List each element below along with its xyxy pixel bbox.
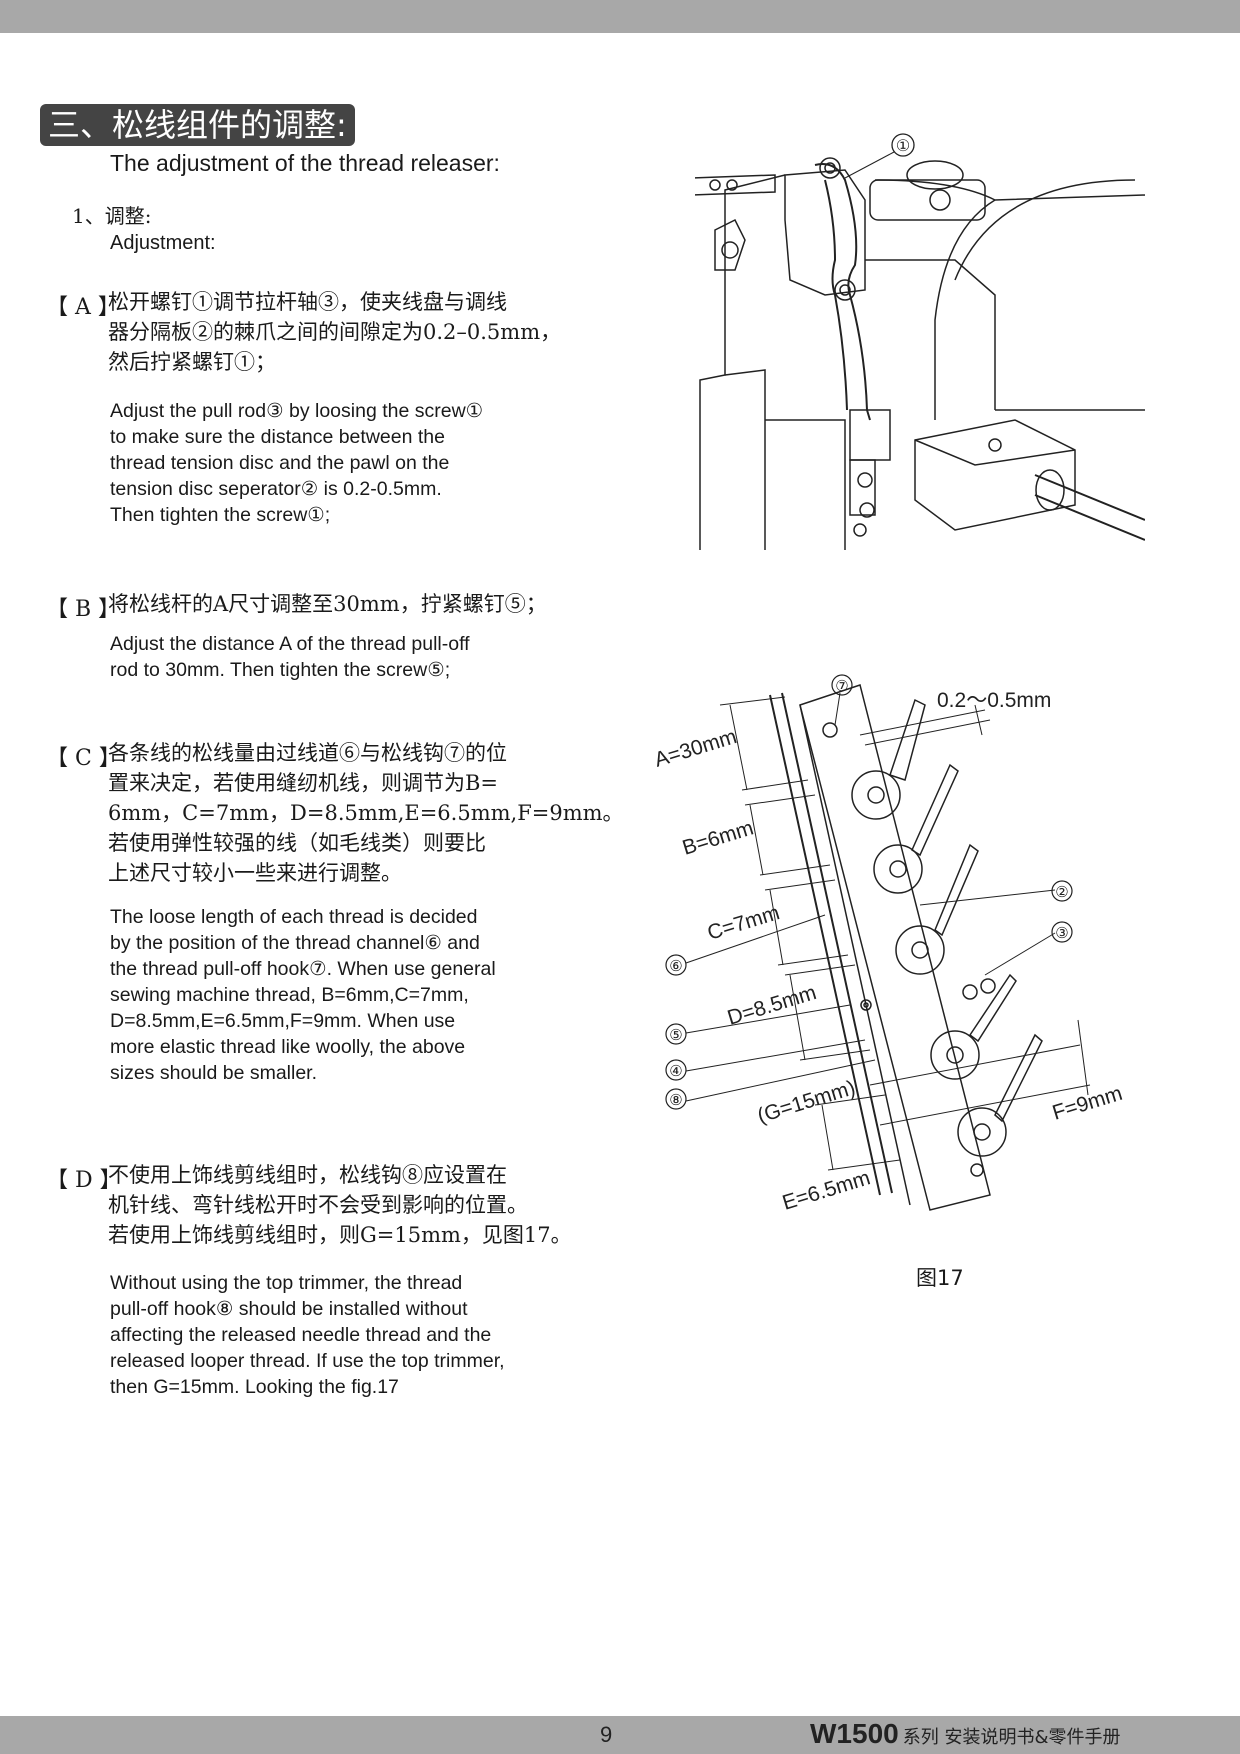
text-line: Adjust the distance A of the thread pull… [110, 633, 470, 655]
item-marker-d: 【 D 】 [46, 1168, 122, 1193]
item-a-zh: 松开螺钉①调节拉杆轴③，使夹线盘与调线 器分隔板②的棘爪之间的间隙定为0.2–0… [108, 287, 561, 377]
callout-label: ① [896, 138, 910, 155]
tension-disc [873, 844, 923, 894]
text-line: 将松线杆的A尺寸调整至30mm，拧紧螺钉⑤； [108, 592, 547, 616]
top-bar [0, 0, 1240, 33]
dimension-label-c: C=7mm [705, 901, 783, 945]
tension-disc [851, 770, 901, 820]
text-line: Adjust the pull rod③ by loosing the scre… [110, 400, 484, 422]
callout-4: ④ [669, 1063, 682, 1080]
text-line: pull-off hook⑧ should be installed witho… [110, 1298, 468, 1320]
text-line: to make sure the distance between the [110, 426, 445, 448]
tension-disc [895, 925, 945, 975]
item-marker-a: 【 A 】 [46, 295, 120, 320]
text-line: rod to 30mm. Then tighten the screw⑤; [110, 659, 451, 681]
text-line: 上述尺寸较小一些来进行调整。 [108, 861, 402, 885]
text-line: Then tighten the screw①; [110, 504, 331, 526]
model-name: W1500 [810, 1718, 899, 1749]
text-line: thread tension disc and the pawl on the [110, 452, 450, 474]
text-line: 各条线的松线量由过线道⑥与松线钩⑦的位 [108, 741, 507, 765]
bottom-bar [0, 1716, 1240, 1754]
item-a-en: Adjust the pull rod③ by loosing the scre… [110, 398, 483, 528]
item-d-en: Without using the top trimmer, the threa… [110, 1270, 505, 1400]
text-line: 器分隔板②的棘爪之间的间隙定为0.2–0.5mm， [108, 320, 562, 344]
section-heading: 三、松线组件的调整: [40, 104, 355, 146]
callout-6: ⑥ [669, 958, 682, 975]
text-line: 松开螺钉①调节拉杆轴③，使夹线盘与调线 [108, 290, 507, 314]
footer-subtitle: 系列 安装说明书&零件手册 [902, 1727, 1121, 1748]
text-line: Without using the top trimmer, the threa… [110, 1272, 463, 1294]
dimension-label-a: A=30mm [652, 725, 740, 772]
text-line: affecting the released needle thread and… [110, 1324, 492, 1346]
text-line: 若使用上饰线剪线组时，则G=15mm，见图17。 [108, 1223, 572, 1247]
text-line: then G=15mm. Looking the fig.17 [110, 1376, 399, 1398]
item-d-zh: 不使用上饰线剪线组时，松线钩⑧应设置在 机针线、弯针线松开时不会受到影响的位置。… [108, 1160, 572, 1250]
text-line: more elastic thread like woolly, the abo… [110, 1036, 466, 1058]
page-number: 9 [600, 1722, 613, 1747]
tension-disc [930, 1030, 980, 1080]
text-line: The loose length of each thread is decid… [110, 906, 478, 928]
dimension-label-g: (G=15mm) [755, 1076, 858, 1128]
text-line: 机针线、弯针线松开时不会受到影响的位置。 [108, 1193, 528, 1217]
item-b-en: Adjust the distance A of the thread pull… [110, 631, 470, 683]
callout-2: ② [1055, 884, 1068, 901]
dimension-label-e: E=6.5mm [780, 1166, 873, 1214]
text-line: released looper thread. If use the top t… [110, 1350, 505, 1372]
text-line: 不使用上饰线剪线组时，松线钩⑧应设置在 [108, 1163, 507, 1187]
text-line: 若使用弹性较强的线（如毛线类）则要比 [108, 831, 486, 855]
text-line: 6mm，C=7mm，D=8.5mm,E=6.5mm,F=9mm。 [108, 801, 624, 825]
item-c-zh: 各条线的松线量由过线道⑥与松线钩⑦的位 置来决定，若使用缝纫机线，则调节为B= … [108, 738, 624, 888]
tension-disc [957, 1107, 1007, 1157]
text-line: sewing machine thread, B=6mm,C=7mm, [110, 984, 469, 1006]
text-line: D=8.5mm,E=6.5mm,F=9mm. When use [110, 1010, 456, 1032]
text-line: 然后拧紧螺钉①； [108, 350, 276, 374]
thread-releaser-illustration: ① [695, 133, 1145, 550]
subsection-title-en: Adjustment: [110, 232, 216, 254]
dimension-diagram: A=30mm B=6mm C=7mm D=8.5mm (G=15mm) E=6.… [652, 674, 1125, 1215]
text-line: tension disc seperator② is 0.2-0.5mm. [110, 478, 442, 500]
dimension-label-d: D=8.5mm [725, 981, 819, 1030]
dimension-label-b: B=6mm [680, 816, 756, 859]
subsection-title: 1、调整: [72, 204, 152, 228]
callout-5: ⑤ [669, 1027, 682, 1044]
callout-7: ⑦ [835, 678, 848, 695]
gap-label: 0.2～0.5mm [937, 689, 1051, 712]
text-line: sizes should be smaller. [110, 1062, 318, 1084]
callout-3: ③ [1055, 925, 1068, 942]
item-c-en: The loose length of each thread is decid… [110, 904, 496, 1086]
section-heading-en: The adjustment of the thread releaser: [110, 150, 500, 176]
text-line: by the position of the thread channel⑥ a… [110, 932, 480, 954]
figure-caption: 图17 [916, 1266, 964, 1290]
item-marker-c: 【 C 】 [46, 746, 121, 771]
text-line: 置来决定，若使用缝纫机线，则调节为B= [108, 771, 499, 795]
text-line: the thread pull-off hook⑦. When use gene… [110, 958, 496, 980]
item-marker-b: 【 B 】 [46, 597, 121, 622]
callout-8: ⑧ [669, 1092, 682, 1109]
item-b-zh: 将松线杆的A尺寸调整至30mm，拧紧螺钉⑤； [108, 589, 547, 619]
